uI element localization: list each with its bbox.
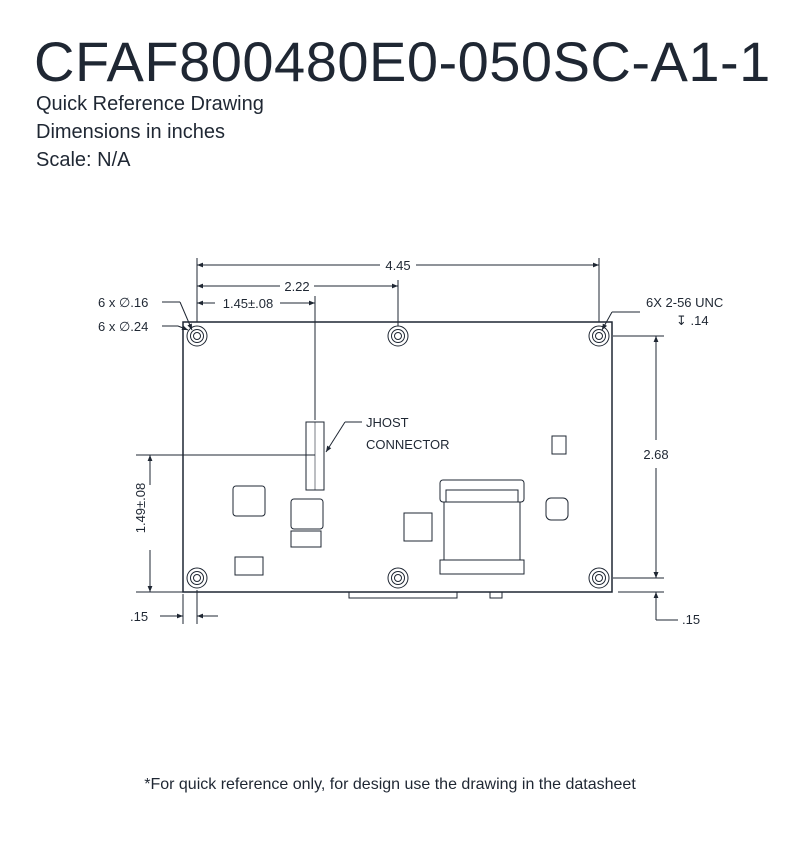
bottom-connector-protrusion: [348, 591, 458, 599]
dim-connector-y: 1.49±.08: [133, 483, 148, 534]
dim-overall-width: 4.45: [385, 258, 410, 273]
board-outline: [182, 321, 613, 593]
mounting-hole-bottom-center: [387, 567, 409, 589]
dim-hole-diameter: 6 x ∅.16: [98, 295, 148, 310]
drawing-type-label: Quick Reference Drawing: [36, 93, 264, 115]
component-rounded-square-right: [545, 497, 569, 521]
dim-pad-diameter: 6 x ∅.24: [98, 319, 148, 334]
thread-depth: ↧ .14: [676, 313, 709, 328]
mounting-hole-top-right: [588, 325, 610, 347]
connector-label-connector: CONNECTOR: [366, 437, 450, 452]
dim-overall-height: 2.68: [643, 447, 668, 462]
scale-label: Scale: N/A: [36, 149, 131, 171]
reference-footnote: *For quick reference only, for design us…: [144, 776, 636, 793]
component-rect-mid: [290, 530, 322, 548]
dim-left-offset: .15: [130, 609, 148, 624]
component-square-center: [403, 512, 433, 542]
component-square-left: [232, 485, 266, 517]
component-small-square-right: [551, 435, 567, 455]
component-square-mid: [290, 498, 324, 530]
mounting-hole-bottom-right: [588, 567, 610, 589]
mounting-hole-top-center: [387, 325, 409, 347]
component-rect-lower-left: [234, 556, 264, 576]
large-connector: [439, 479, 525, 575]
mounting-hole-top-left: [186, 325, 208, 347]
bottom-small-protrusion: [489, 591, 503, 599]
dim-connector-x: 1.45±.08: [223, 296, 274, 311]
dim-bottom-offset: .15: [682, 612, 700, 627]
drawing-title: CFAF800480E0-050SC-A1-1: [34, 30, 771, 93]
dim-hole-spacing: 2.22: [284, 279, 309, 294]
mounting-hole-bottom-left: [186, 567, 208, 589]
connector-label-jhost: JHOST: [366, 415, 409, 430]
thread-callout: 6X 2-56 UNC: [646, 295, 723, 310]
units-label: Dimensions in inches: [36, 121, 225, 143]
